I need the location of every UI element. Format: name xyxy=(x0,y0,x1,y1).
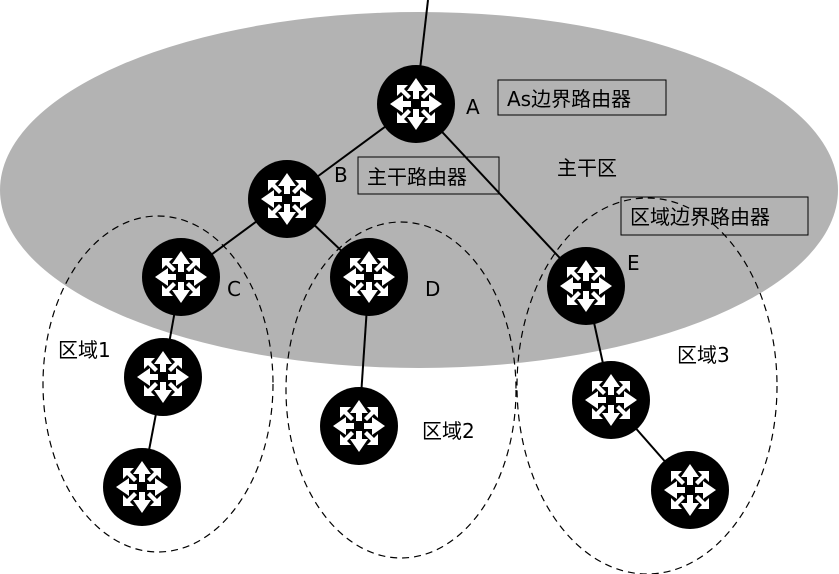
area1-boundary xyxy=(42,215,274,553)
router-icon-area1-internal xyxy=(124,338,202,416)
backbone-area-label: 主干区 xyxy=(557,156,617,180)
backbone-router-box xyxy=(357,156,500,195)
area1-label: 区域1 xyxy=(58,338,111,362)
backbone-router-label: 主干路由器 xyxy=(367,165,467,189)
area-border-router-label: 区域边界路由器 xyxy=(630,205,770,229)
router-icon-area3-leaf xyxy=(651,451,729,529)
as-border-router-label: As边界路由器 xyxy=(507,87,631,111)
area2-boundary xyxy=(285,221,517,559)
area3-boundary xyxy=(516,197,778,574)
router-icon-area1-leaf xyxy=(103,448,181,526)
router-icon-D xyxy=(330,238,408,316)
router-icon-B xyxy=(248,160,326,238)
node-label-C: C xyxy=(227,277,241,301)
node-label-E: E xyxy=(627,251,640,275)
router-icon-E xyxy=(547,247,625,325)
router-icon-A xyxy=(377,65,455,143)
area3-label: 区域3 xyxy=(677,343,730,367)
node-label-B: B xyxy=(334,163,348,187)
link-A-E xyxy=(415,103,587,287)
area2-label: 区域2 xyxy=(422,419,475,443)
node-label-D: D xyxy=(425,277,440,301)
router-icon-area2-internal xyxy=(320,387,398,465)
as-border-router-box xyxy=(497,79,667,116)
router-icon-C xyxy=(142,238,220,316)
node-label-A: A xyxy=(466,95,480,119)
router-icon-area3-internal xyxy=(572,361,650,439)
area-border-router-box xyxy=(620,196,809,236)
